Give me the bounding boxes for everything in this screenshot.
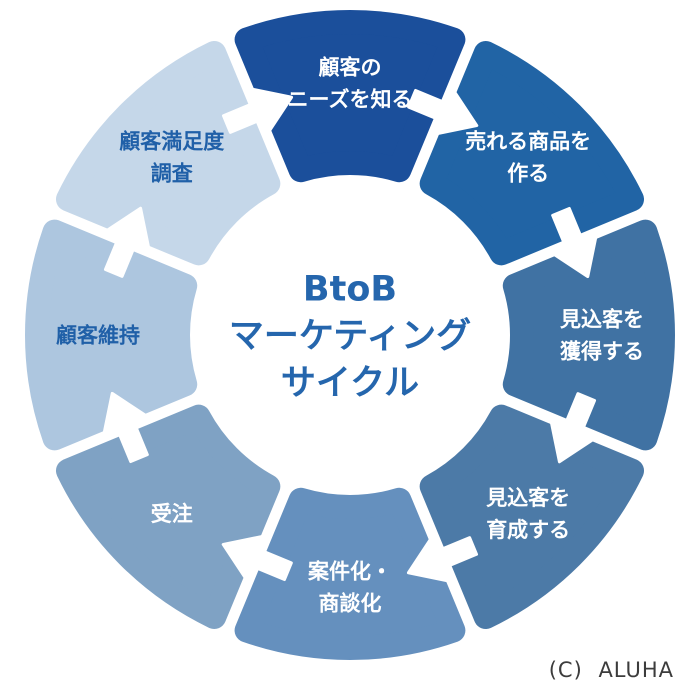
clockwise-arrow-icon: [221, 87, 294, 134]
segment-customer-satisfaction-survey: 顧客満足度調査: [55, 40, 281, 266]
clockwise-arrow-icon: [102, 391, 149, 464]
segment-label-nurture-prospects: 見込客を育成する: [486, 486, 570, 542]
segment-label-create-sellable-products: 売れる商品を作る: [465, 129, 591, 185]
segment-receive-orders: 受注: [55, 404, 281, 630]
clockwise-arrow-icon: [551, 206, 598, 279]
clockwise-arrow-icon: [549, 392, 597, 464]
segment-shape-receive-orders: [55, 404, 281, 630]
segment-shape-customer-satisfaction-survey: [55, 40, 281, 266]
segment-shape-convert-to-deals: [234, 487, 466, 660]
segment-know-customer-needs: 顧客のニーズを知る: [234, 10, 466, 183]
segment-retain-customers: 顧客維持: [25, 219, 198, 451]
segment-label-retain-customers: 顧客維持: [56, 324, 140, 348]
segment-shape-nurture-prospects: [419, 404, 645, 630]
clockwise-arrow-icon: [406, 536, 479, 583]
segment-convert-to-deals: 案件化・商談化: [234, 487, 466, 660]
segment-shape-acquire-prospects: [502, 219, 675, 451]
segment-label-receive-orders: 受注: [151, 502, 193, 526]
clockwise-arrow-icon: [221, 534, 293, 582]
segment-acquire-prospects: 見込客を獲得する: [502, 219, 675, 451]
segment-label-convert-to-deals: 案件化・商談化: [307, 560, 392, 616]
segment-label-acquire-prospects: 見込客を獲得する: [560, 308, 644, 364]
segment-shape-know-customer-needs: [234, 10, 466, 183]
clockwise-arrow-icon: [407, 88, 479, 136]
copyright-credit: (C) ALUHA: [548, 658, 674, 682]
clockwise-arrow-icon: [103, 206, 151, 278]
segment-label-customer-satisfaction-survey: 顧客満足度調査: [119, 129, 224, 185]
segment-shape-retain-customers: [25, 219, 198, 451]
segment-create-sellable-products: 売れる商品を作る: [419, 40, 645, 266]
segment-shape-create-sellable-products: [419, 40, 645, 266]
segment-nurture-prospects: 見込客を育成する: [419, 404, 645, 630]
segment-label-know-customer-needs: 顧客のニーズを知る: [288, 56, 413, 112]
